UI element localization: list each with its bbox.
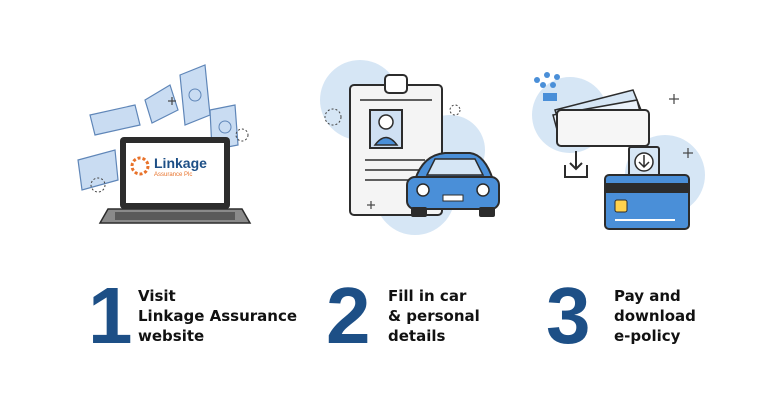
step-text-line: Pay and bbox=[614, 287, 681, 305]
laptop-money-illustration: Linkage Assurance Plc bbox=[60, 55, 270, 235]
step-text-line: Linkage Assurance bbox=[138, 307, 298, 325]
logo-tagline: Assurance Plc bbox=[154, 172, 193, 178]
payment-download-illustration bbox=[525, 55, 705, 235]
payment-card-download-icon bbox=[532, 72, 705, 230]
laptop-money-icon bbox=[77, 64, 252, 224]
step-number: 2 bbox=[326, 271, 371, 360]
step-text-line: Fill in car bbox=[388, 287, 467, 305]
step-description: Pay and download e-policy bbox=[614, 286, 696, 346]
step-1: 1 Visit Linkage Assurance website bbox=[88, 276, 308, 362]
step-description: Fill in car & personal details bbox=[388, 286, 480, 346]
id-card-car-illustration bbox=[305, 55, 505, 235]
step-2: 2 Fill in car & personal details bbox=[326, 276, 526, 362]
id-card-car-icon bbox=[320, 60, 500, 235]
step-number: 3 bbox=[546, 271, 591, 360]
step-description: Visit Linkage Assurance website bbox=[138, 286, 297, 346]
step-text-line: e-policy bbox=[614, 327, 681, 345]
step-text-line: & personal bbox=[388, 307, 480, 325]
step-text-line: Visit bbox=[138, 287, 176, 305]
step-text-line: details bbox=[388, 327, 446, 345]
step-number: 1 bbox=[88, 271, 133, 360]
step-text-line: website bbox=[138, 327, 205, 345]
step-3: 3 Pay and download e-policy bbox=[546, 276, 726, 362]
step-text-line: download bbox=[614, 307, 696, 325]
logo-name: Linkage bbox=[154, 155, 207, 171]
